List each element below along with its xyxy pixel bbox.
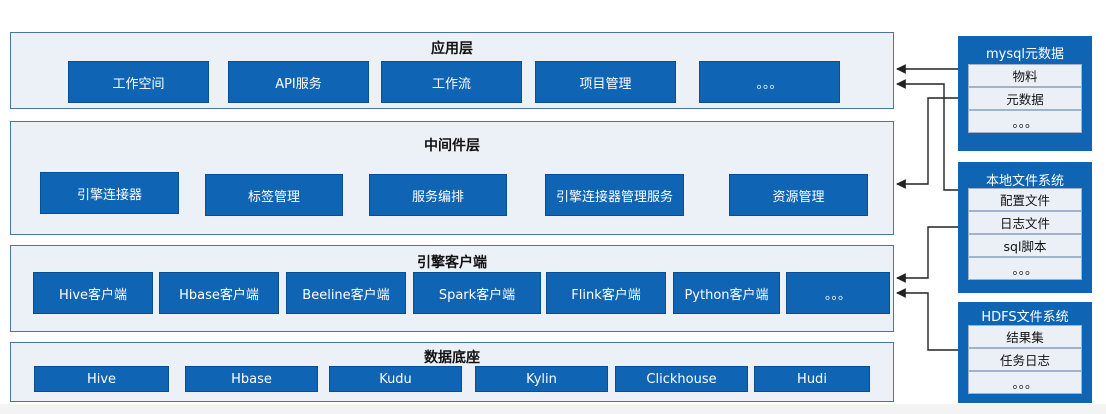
middleware-layer-title: 中间件层 [424,138,480,154]
app-item-workflow: 工作流 [381,61,522,103]
app-item-api-service: API服务 [228,61,369,103]
store-mysql-item-more: 。。。 [968,110,1082,133]
data-item-kudu: Kudu [329,366,462,392]
mw-item-label-mgmt: 标签管理 [205,174,343,216]
data-item-hbase: Hbase [185,366,318,392]
engine-layer-title: 引擎客户端 [417,255,487,271]
app-item-workspace: 工作空间 [68,61,209,103]
store-hdfs-item-task-log: 任务日志 [968,348,1082,371]
mw-item-engine-connector-manager: 引擎连接器管理服务 [545,174,684,216]
bottom-strip [0,404,1106,414]
store-local-item-log: 日志文件 [968,211,1082,234]
store-mysql-item-metadata: 元数据 [968,87,1082,110]
data-item-hudi: Hudi [754,366,870,392]
arrow-local-to-app [896,79,958,191]
engine-item-more: 。。。 [786,272,890,314]
store-hdfs: HDFS文件系统 结果集 任务日志 。。。 [958,302,1092,403]
store-hdfs-item-more: 。。。 [968,371,1082,394]
store-local-item-config: 配置文件 [968,188,1082,211]
mw-item-engine-connector: 引擎连接器 [40,172,179,214]
store-hdfs-title: HDFS文件系统 [981,310,1069,325]
store-local-fs: 本地文件系统 配置文件 日志文件 sql脚本 。。。 [958,162,1092,293]
app-item-more: 。。。 [699,61,840,103]
app-layer-title: 应用层 [431,41,473,57]
engine-item-flink-client: Flink客户端 [546,272,666,314]
engine-item-spark-client: Spark客户端 [413,272,541,314]
data-layer-title: 数据底座 [424,350,480,366]
engine-item-hbase-client: Hbase客户端 [159,272,279,314]
data-item-kylin: Kylin [475,366,608,392]
engine-item-python-client: Python客户端 [673,272,780,314]
engine-item-beeline-client: Beeline客户端 [286,272,406,314]
store-mysql-item-materials: 物料 [968,64,1082,87]
arrow-local-to-engine [896,226,958,283]
mw-item-resource-mgmt: 资源管理 [729,174,868,216]
store-hdfs-item-result-set: 结果集 [968,325,1082,348]
arrow-hdfs-to-engine [896,288,958,351]
mw-item-service-orchestration: 服务编排 [369,174,507,216]
app-item-project-mgmt: 项目管理 [535,61,676,103]
arrow-mysql-to-middleware [896,97,958,189]
data-item-hive: Hive [34,366,169,392]
data-item-clickhouse: Clickhouse [615,366,748,392]
store-local-item-more: 。。。 [968,257,1082,280]
store-mysql-title: mysql元数据 [986,47,1064,62]
store-local-fs-title: 本地文件系统 [985,174,1064,189]
engine-item-hive-client: Hive客户端 [33,272,153,314]
store-local-item-sql-script: sql脚本 [968,234,1082,257]
store-mysql: mysql元数据 物料 元数据 。。。 [958,36,1092,151]
